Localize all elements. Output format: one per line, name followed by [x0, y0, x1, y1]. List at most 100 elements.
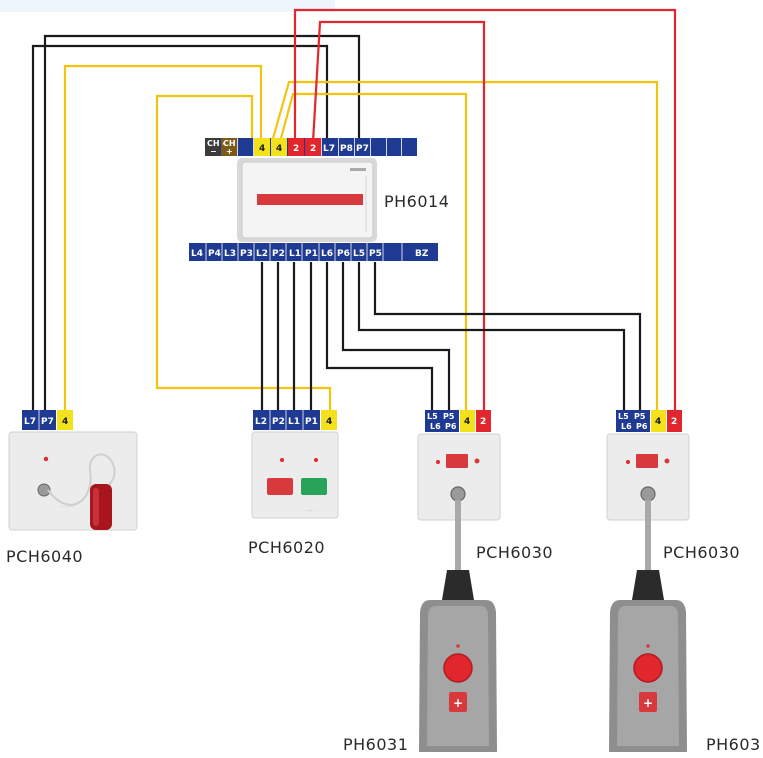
socket-icon: [450, 486, 466, 502]
wire-red-6030a: [311, 20, 486, 410]
nurse-icon: [449, 692, 467, 712]
bottom-strip-label: L6: [321, 249, 333, 259]
wire-yellow-6040: [63, 64, 263, 410]
indicator-bar: [257, 194, 363, 205]
cancel-button: [301, 478, 327, 495]
pch6020-label: PCH6020: [248, 538, 325, 557]
pch6040-terminal-label: P7: [41, 417, 54, 427]
pch6030a-terminal-label: P6: [445, 422, 457, 431]
pch6020-terminals: L2 P2 L1 P1 4: [253, 410, 337, 430]
top-strip-label: CH -: [207, 139, 226, 148]
terminal-4a: [254, 138, 270, 156]
terminal-2a: [288, 138, 304, 156]
strain-relief: [442, 570, 474, 600]
device-pch6030-b: L5 P5 L6 P6 4 2 PCH6030: [606, 410, 740, 562]
handset-ph6031-b: + PH603: [609, 500, 761, 754]
wire-yellow-6030b: [270, 80, 659, 410]
call-button: [267, 478, 293, 495]
cable: [645, 500, 651, 572]
cable: [455, 500, 461, 572]
pch6030b-terminals: L5 P5 L6 P6 4 2: [616, 410, 682, 432]
wire-black-p7: [43, 34, 361, 410]
minus-sign: −: [210, 147, 217, 156]
top-strip-label: 4: [276, 144, 282, 154]
ph6031a-label: PH6031: [343, 735, 408, 754]
pch6020-terminal-label: P1: [305, 417, 318, 427]
top-band: [0, 0, 335, 12]
pch6030b-terminal-label: P5: [634, 412, 646, 421]
led-icon: [626, 460, 630, 464]
call-button: [443, 653, 473, 683]
call-button: [446, 454, 468, 468]
top-terminal-strip: CH - − CH + 4 4 2 2 L7 P8 P7: [205, 138, 417, 156]
pch6020-plate: [251, 431, 339, 519]
led-icon: [646, 644, 650, 648]
pch6040-terminals: L7 P7 4: [22, 410, 73, 430]
call-button: [633, 653, 663, 683]
pch6020-terminal-label: L1: [288, 417, 300, 427]
ph6031b-label: PH603: [706, 735, 761, 754]
bottom-strip-label: P6: [337, 249, 350, 259]
pch6030a-terminal-label: P5: [443, 412, 455, 421]
plate-print: · · · ·: [306, 508, 315, 513]
pch6040-label: PCH6040: [6, 547, 83, 566]
terminal-ch-minus: [205, 138, 220, 156]
pch6030a-terminals: L5 P5 L6 P6 4 2: [425, 410, 491, 432]
pch6020-terminal-label: 4: [326, 417, 332, 427]
led-icon: [43, 456, 49, 462]
top-strip-label: CH: [223, 139, 236, 148]
pch6030b-terminal-label: P6: [636, 422, 648, 431]
terminal-4b: [271, 138, 287, 156]
top-strip-label: 2: [310, 144, 316, 154]
wire-red-6030b: [293, 8, 677, 410]
led-icon: [436, 460, 440, 464]
pch6040-plate: [8, 431, 138, 531]
cross-icon: +: [453, 696, 463, 710]
plus-sign: +: [226, 147, 233, 156]
led-icon: [280, 458, 284, 462]
top-strip-label: 2: [293, 144, 299, 154]
led-icon: [314, 458, 318, 462]
socket-icon: [640, 486, 656, 502]
pch6030a-terminal-label: 2: [480, 417, 486, 427]
terminal-2b: [305, 138, 321, 156]
pch6030b-terminal-label: 2: [671, 417, 677, 427]
handset-ph6031-a: + PH6031: [343, 500, 497, 754]
device-pch6040: L7 P7 4 · · · · · · PCH6040: [6, 410, 138, 566]
pch6030b-terminal-label: L6: [621, 422, 632, 431]
bottom-strip-label: P1: [305, 249, 318, 259]
terminal-ch-plus: [221, 138, 237, 156]
nurse-icon: [639, 692, 657, 712]
bottom-strip-label: P3: [240, 249, 253, 259]
device-pch6020: L2 P2 L1 P1 4 · · · · PCH6020: [248, 410, 339, 557]
pull-cord: [47, 453, 116, 506]
ph6014-label: PH6014: [384, 192, 449, 211]
top-strip-label: 4: [259, 144, 265, 154]
bottom-strip-label: L3: [224, 249, 236, 259]
wire-yellow-6020: [155, 94, 332, 410]
cross-icon: +: [643, 696, 653, 710]
top-strip-label: P7: [356, 144, 369, 154]
bottom-strip-label: L1: [289, 249, 301, 259]
socket-icon: [37, 483, 51, 497]
pch6030a-terminal-label: L6: [430, 422, 441, 431]
bottom-strip-label: L2: [256, 249, 268, 259]
call-button: [636, 454, 658, 468]
wire-yellow-6030a: [278, 92, 468, 410]
bottom-terminal-strip: L4 P4 L3 P3 L2 P2 L1 P1 L6 P6 L5 P5 BZ: [189, 243, 438, 261]
wire-black-l5: [357, 262, 626, 410]
pch6030b-terminal-label: L5: [618, 412, 629, 421]
drop-icon: [664, 458, 670, 464]
wires: [31, 8, 677, 410]
bottom-strip-label: L5: [353, 249, 365, 259]
bottom-strip-label: P2: [272, 249, 285, 259]
top-strip-label: L7: [323, 144, 335, 154]
pch6020-terminal-label: L2: [255, 417, 267, 427]
wire-black-p5: [373, 262, 642, 410]
drop-icon: [474, 458, 480, 464]
pch6040-terminal-label: L7: [24, 417, 36, 427]
pch6030a-terminal-label: 4: [464, 417, 470, 427]
pch6030a-terminal-label: L5: [427, 412, 438, 421]
pch6030a-label: PCH6030: [476, 543, 553, 562]
bottom-strip-label: P5: [369, 249, 382, 259]
